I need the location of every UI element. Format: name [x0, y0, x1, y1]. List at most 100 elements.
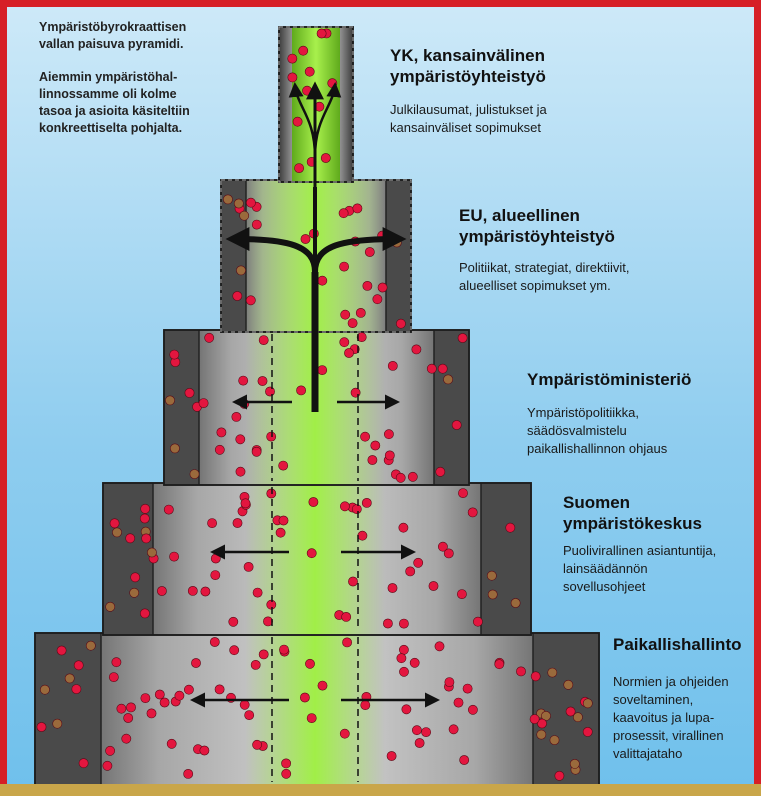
particle-dot — [184, 685, 193, 694]
particle-dot — [460, 755, 469, 764]
particle-dot — [402, 705, 411, 714]
particle-dot — [244, 562, 253, 571]
particle-dot — [511, 598, 520, 607]
particle-dot — [252, 220, 261, 229]
particle-dot — [468, 508, 477, 517]
particle-dot — [341, 310, 350, 319]
particle-dot — [236, 467, 245, 476]
particle-dot — [429, 581, 438, 590]
particle-dot — [468, 705, 477, 714]
particle-dot — [57, 646, 66, 655]
particle-dot — [251, 660, 260, 669]
particle-dot — [297, 386, 306, 395]
particle-dot — [495, 660, 504, 669]
particle-dot — [241, 499, 250, 508]
particle-dot — [361, 432, 370, 441]
particle-dot — [233, 518, 242, 527]
particle-dot — [348, 577, 357, 586]
particle-dot — [140, 609, 149, 618]
particle-dot — [406, 567, 415, 576]
particle-dot — [232, 412, 241, 421]
particle-dot — [252, 447, 261, 456]
particle-dot — [318, 366, 327, 375]
particle-dot — [239, 376, 248, 385]
particle-dot — [295, 164, 304, 173]
particle-dot — [240, 399, 249, 408]
particle-dot — [122, 734, 131, 743]
particle-dot — [458, 333, 467, 342]
intro-text: Ympäristöbyrokraattisen vallan paisuva p… — [39, 19, 259, 137]
particle-dot — [106, 746, 115, 755]
particle-dot — [253, 740, 262, 749]
particle-dot — [211, 554, 220, 563]
particle-dot — [140, 514, 149, 523]
level-title: ympäristökeskus — [563, 513, 716, 534]
particle-dot — [258, 376, 267, 385]
intro-line: linnossamme oli kolme — [39, 86, 259, 103]
particle-dot — [351, 388, 360, 397]
ground-strip — [0, 784, 761, 796]
particle-dot — [487, 571, 496, 580]
level-desc: paikallishallinnon ohjaus — [527, 440, 691, 458]
particle-dot — [307, 549, 316, 558]
tier-side-left — [35, 633, 101, 786]
particle-dot — [142, 534, 151, 543]
particle-dot — [246, 198, 255, 207]
particle-dot — [516, 667, 525, 676]
level-desc: prosessit, virallinen — [613, 727, 742, 745]
level-label-local: Paikallishallinto Normien ja ohjeiden so… — [613, 634, 742, 763]
particle-dot — [236, 266, 245, 275]
particle-dot — [236, 435, 245, 444]
particle-dot — [473, 617, 482, 626]
particle-dot — [408, 472, 417, 481]
particle-dot — [229, 617, 238, 626]
particle-dot — [53, 719, 62, 728]
particle-dot — [124, 713, 133, 722]
particle-dot — [412, 345, 421, 354]
particle-dot — [412, 726, 421, 735]
particle-dot — [570, 759, 579, 768]
particle-dot — [365, 247, 374, 256]
particle-dot — [583, 699, 592, 708]
particle-dot — [279, 461, 288, 470]
particle-dot — [488, 590, 497, 599]
particle-dot — [282, 759, 291, 768]
particle-dot — [79, 759, 88, 768]
particle-dot — [340, 729, 349, 738]
level-desc: lainsäädännön — [563, 560, 716, 578]
particle-dot — [147, 548, 156, 557]
particle-dot — [199, 399, 208, 408]
particle-dot — [399, 667, 408, 676]
particle-dot — [301, 234, 310, 243]
particle-dot — [361, 701, 370, 710]
particle-dot — [175, 691, 184, 700]
particle-dot — [259, 336, 268, 345]
particle-dot — [305, 67, 314, 76]
particle-dot — [548, 668, 557, 677]
tier-side-right — [386, 180, 411, 332]
particle-dot — [435, 642, 444, 651]
particle-dot — [259, 650, 268, 659]
particle-dot — [191, 658, 200, 667]
level-label-eu: EU, alueellinen ympäristöyhteistyö Polit… — [459, 205, 630, 295]
particle-dot — [265, 387, 274, 396]
particle-dot — [356, 308, 365, 317]
level-label-ministry: Ympäristöministeriö Ympäristöpolitiikka,… — [527, 369, 691, 458]
particle-dot — [86, 641, 95, 650]
particle-dot — [449, 725, 458, 734]
particle-dot — [230, 646, 239, 655]
particle-dot — [385, 451, 394, 460]
particle-dot — [368, 455, 377, 464]
particle-dot — [342, 612, 351, 621]
particle-dot — [339, 209, 348, 218]
particle-dot — [343, 638, 352, 647]
particle-dot — [112, 528, 121, 537]
particle-dot — [300, 693, 309, 702]
particle-dot — [185, 388, 194, 397]
particle-dot — [215, 445, 224, 454]
level-desc: Ympäristöpolitiikka, — [527, 404, 691, 422]
level-desc: Julkilausumat, julistukset ja — [390, 101, 547, 119]
particle-dot — [126, 703, 135, 712]
particle-dot — [340, 262, 349, 271]
tier-side-right — [481, 483, 531, 635]
